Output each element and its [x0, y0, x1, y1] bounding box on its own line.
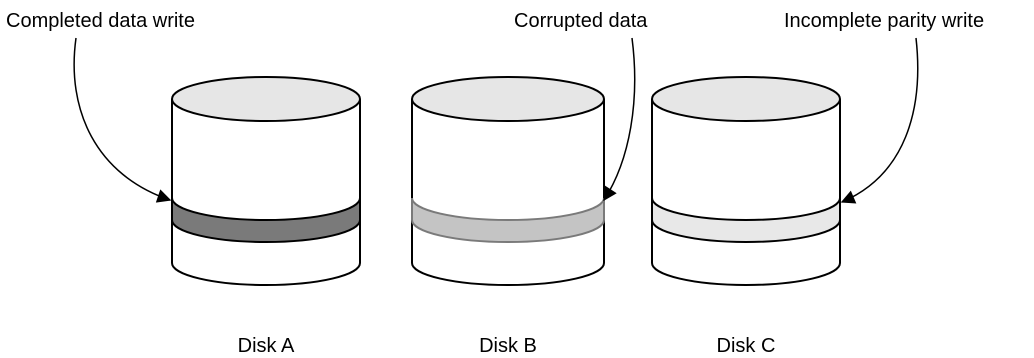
disk-b-label: Disk B [479, 335, 537, 357]
disk-a-top [171, 76, 361, 122]
disk-b-body [411, 99, 605, 286]
callout-corrupted-data: Corrupted data [514, 10, 648, 32]
arrow-completed-data-write [73, 37, 172, 203]
disk-c: Disk C [651, 76, 841, 357]
disk-a-band [171, 197, 361, 243]
arrow-incomplete-parity-write [840, 37, 919, 204]
disk-c-label: Disk C [717, 335, 776, 357]
disk-b: Disk B [411, 76, 605, 357]
disk-a-body [171, 99, 361, 286]
disk-b-band [411, 197, 605, 243]
callout-completed-data-write: Completed data write [6, 10, 195, 32]
arrow-corrupted-data [603, 37, 636, 202]
disk-c-top [651, 76, 841, 122]
disk-c-body [651, 99, 841, 286]
disk-b-top [411, 76, 605, 122]
disk-a-label: Disk A [238, 335, 295, 357]
disk-c-band [651, 197, 841, 243]
disk-a: Disk A [171, 76, 361, 357]
callout-incomplete-parity-write: Incomplete parity write [784, 10, 984, 32]
